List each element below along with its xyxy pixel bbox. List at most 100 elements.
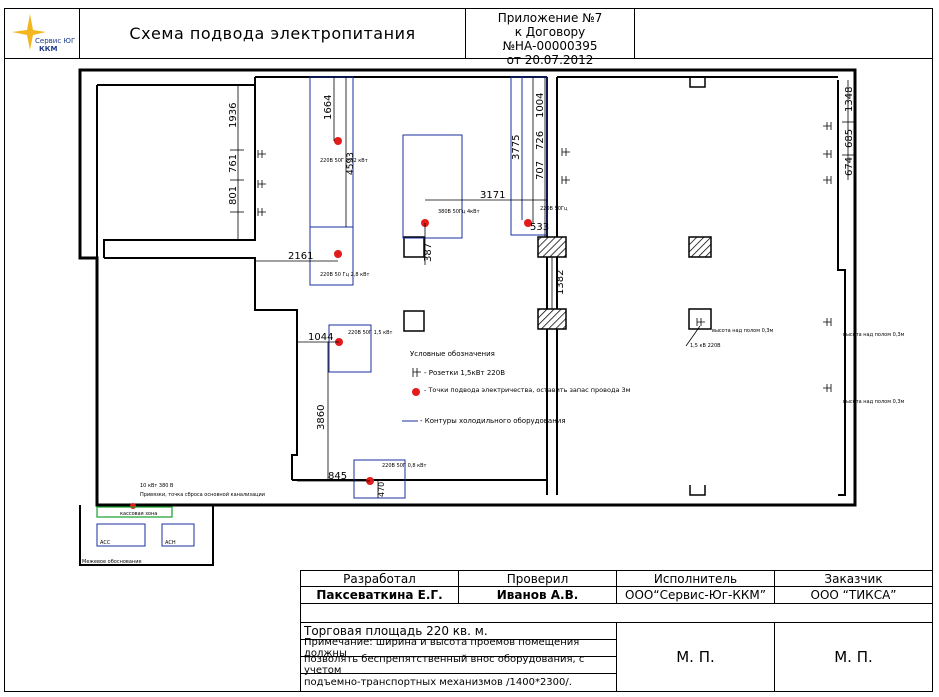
stamp-checker: Иванов А.В. — [458, 586, 617, 604]
equipment-label: 220В 50Гц — [540, 206, 568, 212]
dim-label: 2161 — [288, 251, 313, 262]
dim-label: 3775 — [511, 135, 522, 160]
dim-label: 707 — [535, 161, 546, 180]
dim-label: 726 — [535, 131, 546, 150]
equipment-outline — [328, 324, 372, 373]
outlet-icon — [561, 176, 570, 184]
logo-text-2: ККМ — [39, 45, 58, 53]
column — [403, 236, 425, 258]
column — [537, 308, 567, 330]
legend-dot — [412, 388, 420, 396]
stamp-developer: Паксеваткина Е.Г. — [300, 586, 459, 604]
dim-label: 1044 — [308, 332, 333, 343]
dim-label: 801 — [228, 186, 239, 205]
dim-label: 470 — [377, 482, 386, 497]
equipment-label: 220В 50Г 1,5 кВт — [348, 330, 393, 336]
header-bottom-line — [4, 58, 933, 59]
equipment-outline — [402, 134, 463, 239]
attachment-cell: Приложение №7 к Договору №НА-00000395 от… — [465, 8, 635, 67]
annex-box-2 — [161, 523, 195, 547]
attachment-line-2: к Договору №НА-00000395 — [502, 25, 598, 53]
attachment-line-3: от 20.07.2012 — [506, 53, 594, 67]
stamp-head-checker: Проверил — [458, 570, 617, 587]
equipment-label: 220В 50Г 0,8 кВт — [382, 463, 427, 469]
dim-label: 761 — [228, 154, 239, 173]
attachment-line-1: Приложение №7 — [497, 11, 603, 25]
column — [688, 308, 712, 330]
left-wall — [103, 77, 256, 258]
annex-power-note-2: Привязки, точка сброса основной канализа… — [140, 491, 265, 498]
note-label: высота над полом 0,3м — [712, 328, 774, 334]
dim-label: 845 — [328, 471, 347, 482]
stamp-mp-executor: М. П. — [616, 622, 775, 692]
dim-label: 3860 — [316, 405, 327, 430]
stamp-note-3: подъемно-транспортных механизмов /1400*2… — [300, 673, 617, 692]
outer-wall — [78, 68, 857, 507]
outlet-icon — [823, 122, 832, 130]
power-point — [334, 137, 342, 145]
power-point — [524, 219, 532, 227]
note-label: высота над полом 0,3м — [843, 399, 905, 405]
outlet-icon — [561, 148, 570, 156]
equipment-label: 220В 50Г 0,72 кВт — [320, 158, 368, 164]
outlet-icon — [823, 176, 832, 184]
legend-item-3: - Контуры холодильного оборудования — [420, 417, 566, 425]
legend-title: Условные обозначения — [410, 350, 495, 358]
annex-wall — [79, 505, 214, 566]
dim-label: 1664 — [323, 95, 334, 120]
dim-label: 685 — [844, 129, 855, 148]
outlet-icon — [257, 180, 266, 188]
annex-box-1 — [96, 523, 146, 547]
legend-outlet-icon — [412, 368, 421, 377]
stamp-executor: ООО“Сервис-Юг-ККМ” — [616, 586, 775, 604]
dim-label: 1004 — [535, 93, 546, 118]
logo-star-icon — [12, 14, 46, 50]
equipment-label: 220В 50 Гц 2,8 кВт — [320, 272, 370, 278]
annex-box-2-label: АСН — [165, 540, 176, 546]
outlet-icon — [823, 150, 832, 158]
outlet-icon — [696, 318, 705, 326]
bump — [689, 485, 706, 496]
column — [403, 310, 425, 332]
cash-zone-outline — [96, 506, 173, 518]
equipment-outline — [309, 226, 354, 286]
stamp-head-executor: Исполнитель — [616, 570, 775, 587]
legend-item-1: - Розетки 1,5кВт 220В — [424, 369, 505, 377]
annex-green-label: кассовая зона — [120, 511, 157, 517]
outlet-icon — [823, 318, 832, 326]
legend-item-2: - Точки подвода электричества, оставить … — [424, 386, 631, 394]
power-point — [130, 503, 136, 509]
stamp-customer: ООО “ТИКСА” — [774, 586, 933, 604]
dim-label: 4593 — [346, 152, 356, 175]
note-label: высота над полом 0,3м — [843, 332, 905, 338]
outlet-icon — [823, 384, 832, 392]
power-point — [334, 250, 342, 258]
column — [688, 236, 712, 258]
dim-label: 533 — [530, 222, 549, 233]
dim-label: 674 — [844, 157, 855, 176]
stamp-head-developer: Разработал — [300, 570, 459, 587]
left-lower-wall — [104, 257, 298, 480]
column — [537, 236, 567, 258]
outlet-label: 1,5 кВ 220В — [690, 343, 721, 349]
dim-label: 3171 — [480, 190, 505, 201]
stamp-note-2: позволять беспрепятственный внос оборудо… — [300, 654, 617, 676]
right-inner-wall — [837, 80, 846, 496]
annex-box-1-label: АСС — [100, 540, 111, 546]
dim-label: 1382 — [555, 270, 566, 295]
annex-power-note: 10 кВт 380 В — [140, 483, 174, 489]
page-title: Схема подвода электропитания — [129, 24, 416, 43]
outlet-icon — [257, 208, 266, 216]
equipment-label: 380В 50Гц 4кВт — [438, 209, 480, 215]
stamp-head-customer: Заказчик — [774, 570, 933, 587]
dim-label: 1936 — [228, 103, 239, 128]
bump2 — [689, 77, 706, 88]
stamp-spacer — [300, 603, 933, 623]
outlet-icon — [257, 150, 266, 158]
logo-text: Сервис ЮГ — [35, 37, 76, 45]
equipment-outline — [353, 459, 406, 499]
equipment-outline — [510, 76, 548, 236]
stamp-mp-customer: М. П. — [774, 622, 933, 692]
annex-bottom-label: Межевое обоснование — [82, 559, 142, 565]
